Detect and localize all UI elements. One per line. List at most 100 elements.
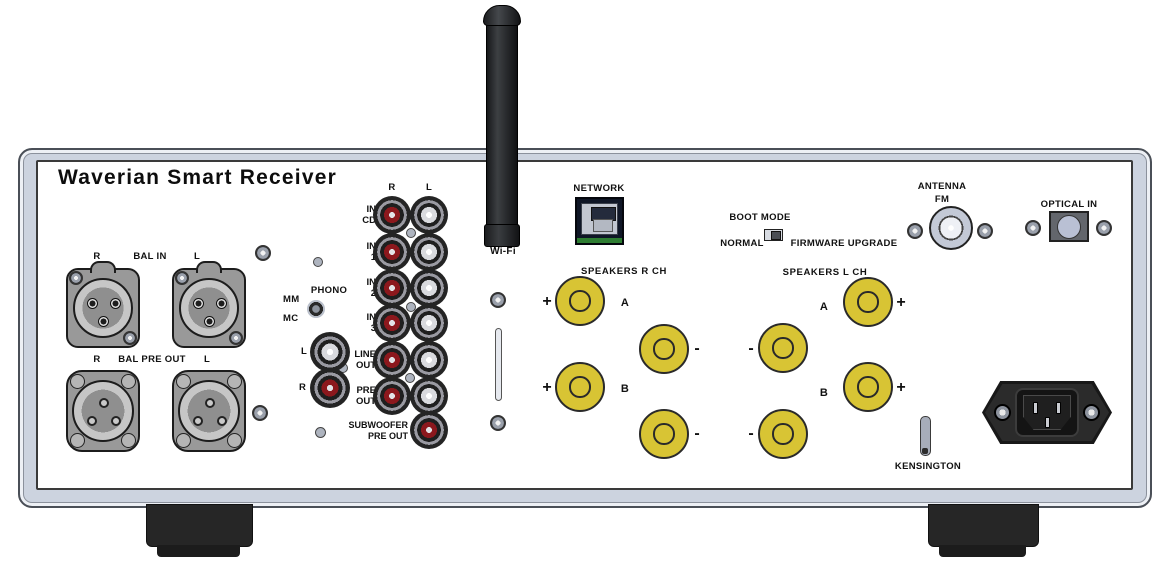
minus-sign: - (694, 425, 700, 442)
screw-icon (315, 427, 326, 438)
screw-icon (229, 331, 243, 345)
left-foot-pad (157, 545, 240, 557)
xlr-pin (111, 416, 121, 426)
xlr-barrel (179, 278, 239, 338)
speaker-post-l-b-plus (843, 362, 893, 412)
right-foot-pad (939, 545, 1026, 557)
boot-firmware-label: FIRMWARE UPGRADE (790, 238, 898, 249)
page-title: Waverian Smart Receiver (58, 166, 337, 189)
wifi-antenna-hinge (484, 224, 520, 247)
speaker-post-l-a-minus (758, 323, 808, 373)
plus-sign: + (542, 379, 552, 396)
minus-sign: - (748, 340, 754, 357)
rca-in2-r (373, 269, 411, 307)
speaker-post-r-a-plus (555, 276, 605, 326)
rca-in-cd-l (410, 196, 448, 234)
screw-icon (176, 374, 191, 389)
bal-out-l-label: L (203, 354, 211, 365)
iec-pin-live (1033, 402, 1038, 414)
xlr-pin (99, 398, 109, 408)
rca-preout-l (410, 377, 448, 415)
screw-icon (227, 433, 242, 448)
rca-row-label: IN1 (366, 241, 377, 263)
rca-subwoofer-out (410, 411, 448, 449)
flange-corner (227, 374, 242, 389)
xlr-hole (87, 298, 98, 309)
screw-icon (70, 374, 85, 389)
rca-in1-r (373, 233, 411, 271)
fm-coax-connector (929, 206, 973, 250)
xlr-hole (216, 298, 227, 309)
iec-pin-neutral (1056, 402, 1061, 414)
left-foot (146, 504, 253, 547)
vent-slot (495, 328, 502, 401)
minus-sign: - (694, 340, 700, 357)
fm-label: FM (934, 194, 950, 205)
xlr-hole (110, 298, 121, 309)
rca-in3-r (373, 304, 411, 342)
xlr-latch (196, 261, 222, 273)
switch-knob (771, 231, 781, 240)
xlr-balanced-in-right (66, 261, 140, 348)
rca-lineout-r (373, 341, 411, 379)
phono-mm-label: MM (283, 294, 300, 305)
rca-preout-r (373, 377, 411, 415)
speakers-r-a-label: A (620, 297, 630, 309)
rca-in-cd-r (373, 196, 411, 234)
rca-in2-l (410, 269, 448, 307)
screw-icon (121, 433, 136, 448)
right-foot (928, 504, 1039, 547)
network-label: NETWORK (573, 183, 625, 194)
speaker-post-l-a-plus (843, 277, 893, 327)
bal-out-r-label: R (93, 354, 101, 365)
xlr-latch (90, 261, 116, 273)
optical-toslink-port (1049, 211, 1089, 242)
wifi-label: Wi-Fi (490, 246, 516, 257)
wifi-antenna-cap (483, 5, 521, 26)
plus-sign: + (896, 379, 906, 396)
speakers-r-header: SPEAKERS R CH (581, 266, 667, 277)
xlr-barrel (73, 278, 133, 338)
rca-in1-l (410, 233, 448, 271)
xlr-barrel (72, 380, 134, 442)
rj45-tab (593, 219, 613, 232)
speaker-post-r-b-minus (639, 409, 689, 459)
flange-corner (176, 433, 191, 448)
bal-out-label: BAL PRE OUT (118, 354, 186, 365)
phono-l-label: L (301, 346, 308, 357)
minus-sign: - (748, 425, 754, 442)
screw-icon (490, 292, 506, 308)
iec-body (1015, 388, 1079, 437)
rca-row-label: IN2 (366, 277, 377, 299)
rj45-socket (581, 203, 618, 235)
xlr-balanced-in-left (172, 261, 246, 348)
screw-icon (1025, 220, 1041, 236)
rca-col-l-header: L (425, 182, 433, 193)
screw-icon (1083, 404, 1100, 421)
xlr-pin (87, 416, 97, 426)
xlr-barrel (178, 380, 240, 442)
speakers-l-b-label: B (819, 387, 829, 399)
bal-in-r-label: R (93, 251, 101, 262)
rca-in3-l (410, 304, 448, 342)
ac-power-inlet (982, 381, 1112, 444)
iec-pin-earth (1045, 417, 1050, 428)
xlr-hole (193, 298, 204, 309)
phono-rca-left (310, 332, 350, 372)
phono-mm-mc-switch (307, 300, 325, 318)
screw-icon (405, 373, 415, 383)
kensington-label: KENSINGTON (894, 461, 962, 472)
plus-sign: + (542, 293, 552, 310)
rca-row-label: IN3 (366, 312, 377, 334)
fm-antenna-label: ANTENNA (917, 181, 967, 192)
xlr-hole (204, 316, 215, 327)
screw-icon (977, 223, 993, 239)
screw-icon (69, 271, 83, 285)
plus-sign: + (896, 294, 906, 311)
kensington-lock-slot (920, 416, 931, 456)
